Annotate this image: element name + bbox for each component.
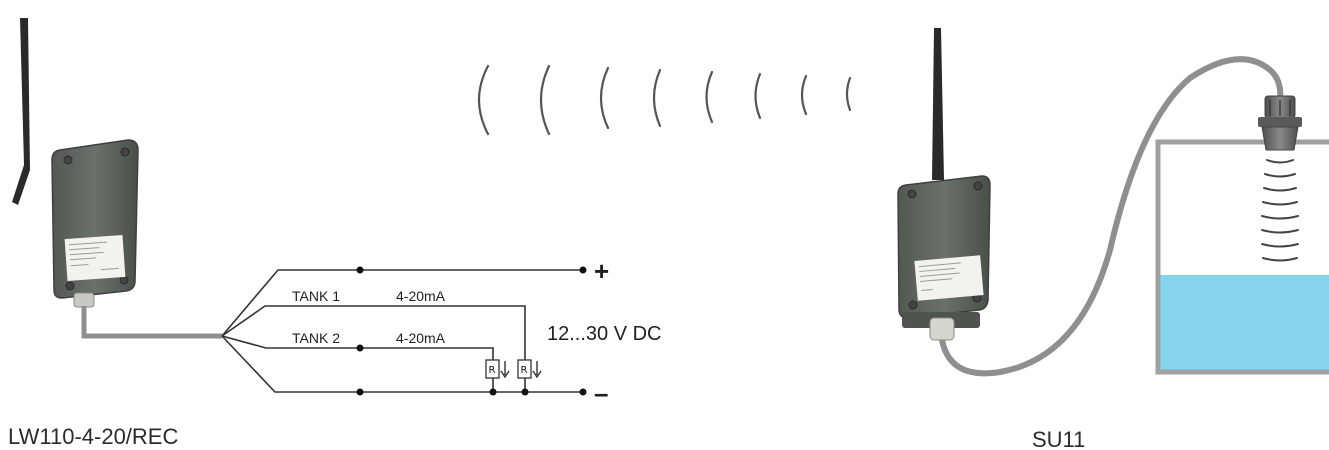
cable-gland xyxy=(929,317,955,341)
liquid-level xyxy=(1158,275,1329,372)
device-sticker xyxy=(914,255,984,301)
tank-outline xyxy=(1155,139,1329,375)
receiver-name: LW110-4-20/REC xyxy=(8,424,178,449)
wire-minus xyxy=(221,335,583,393)
radio-waves-icon xyxy=(478,64,852,136)
supply-voltage-label: 12...30 V DC xyxy=(547,323,662,345)
sensor-name: SU11 xyxy=(1032,427,1085,450)
receiver-device xyxy=(12,18,222,339)
receiver-cable xyxy=(81,306,222,339)
sensor-cable xyxy=(939,56,1284,377)
ultrasonic-sensor xyxy=(1258,95,1302,151)
resistor-label: R xyxy=(489,365,496,376)
resistor-icon: R xyxy=(485,359,510,379)
tank1-label: TANK 1 xyxy=(292,288,340,304)
transmitter-device xyxy=(897,28,1284,377)
resistor-label: R xyxy=(521,365,528,376)
wire-plus xyxy=(221,269,583,337)
tank1-signal: 4-20mA xyxy=(396,288,446,304)
tank2-label: TANK 2 xyxy=(292,330,340,346)
tank xyxy=(1155,139,1329,375)
antenna-icon xyxy=(12,18,30,205)
ultrasonic-waves-icon xyxy=(1261,159,1299,262)
wire-junctions xyxy=(356,266,587,396)
resistor-icon: R xyxy=(517,359,542,379)
minus-terminal-label: – xyxy=(594,378,608,408)
device-sticker xyxy=(64,235,126,281)
plus-terminal-label: + xyxy=(594,256,609,286)
tank2-signal: 4-20mA xyxy=(396,330,446,346)
antenna-icon xyxy=(932,28,944,180)
wire-tank2 xyxy=(221,335,494,392)
wire-tank1 xyxy=(221,305,526,392)
cable-gland xyxy=(73,292,95,308)
